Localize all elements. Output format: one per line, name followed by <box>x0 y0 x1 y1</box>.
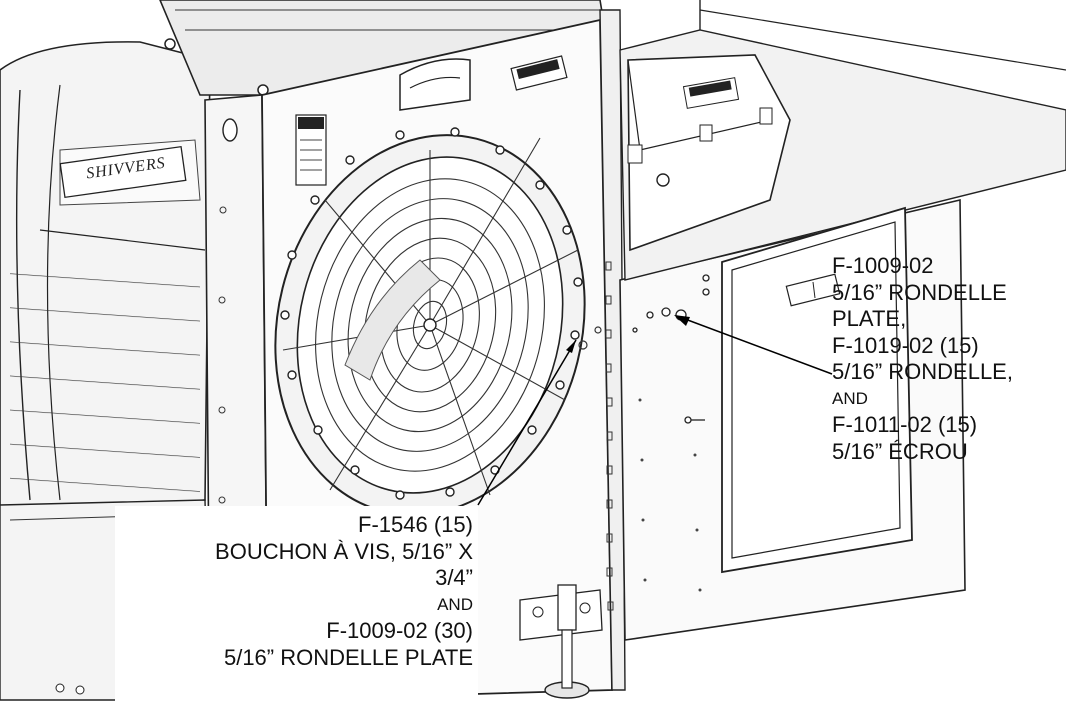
callout-right-line-8: 5/16” ÉCROU <box>832 438 968 464</box>
callout-left-line-5: F-1009-02 (30) <box>326 618 473 643</box>
divider-strip <box>599 9 626 691</box>
right-cabinet <box>619 0 1066 641</box>
shivvers-logo-badge <box>510 55 568 91</box>
left-fan-housing <box>0 41 211 521</box>
callout-left: F-1546 (15) BOUCHON À VIS, 5/16” X 3/4” … <box>113 512 473 671</box>
callout-right-line-5: 5/16” RONDELLE, <box>832 359 1013 384</box>
callout-left-line-2: BOUCHON À VIS, 5/16” X <box>215 538 473 564</box>
leveling-foot <box>519 584 603 699</box>
control-box <box>627 54 791 252</box>
callout-left-line-6: 5/16” RONDELLE PLATE <box>223 644 473 670</box>
callout-right-line-4: F-1019-02 (15) <box>832 332 979 358</box>
callout-left-line-3: 3/4” <box>435 565 473 590</box>
callout-right-line-1: F-1009-02 <box>832 253 934 278</box>
leader-line-right <box>674 315 833 375</box>
leader-line-left <box>477 339 577 506</box>
callout-right: F-1009-02 5/16” RONDELLE PLATE, F-1019-0… <box>832 253 1062 465</box>
ring-bolts <box>280 127 583 500</box>
fan-guard <box>274 134 586 516</box>
callout-right-line-3: PLATE, <box>832 306 907 331</box>
callout-right-line-2: 5/16” RONDELLE <box>832 279 1007 305</box>
shivvers-logo-side <box>59 145 187 199</box>
access-door <box>721 206 913 574</box>
pressure-gauge <box>399 58 471 111</box>
callout-right-line-6: AND <box>832 388 868 408</box>
callout-right-line-7: F-1011-02 (15) <box>832 412 978 437</box>
callout-left-line-1: F-1546 (15) <box>358 512 473 537</box>
callout-left-line-4: AND <box>437 594 473 614</box>
